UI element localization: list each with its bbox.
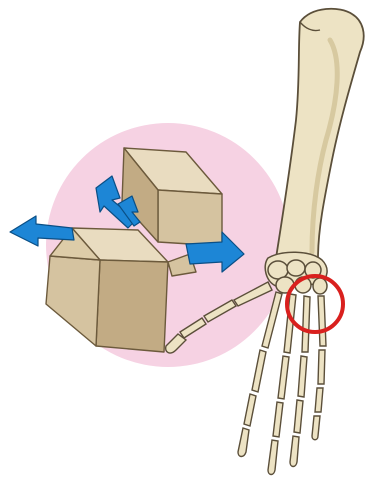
forearm-bone (276, 9, 364, 258)
little-finger-bones (312, 296, 326, 440)
lower-block (46, 228, 168, 352)
